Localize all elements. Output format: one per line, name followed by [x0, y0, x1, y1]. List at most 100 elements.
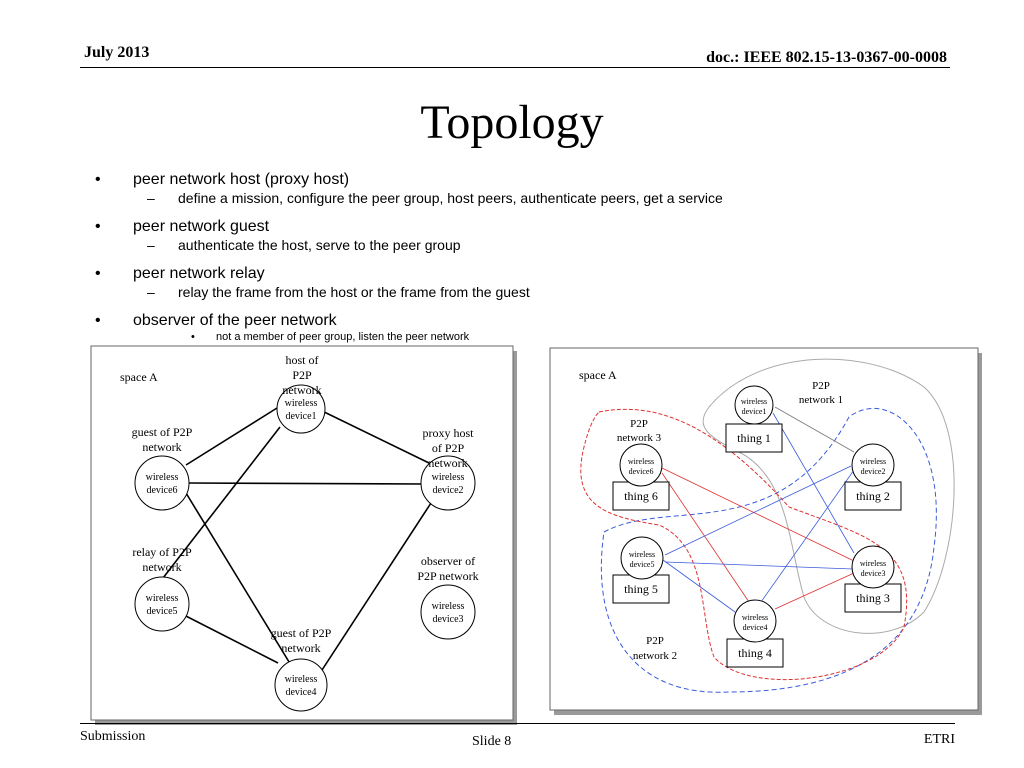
role-proxy-label: proxy host [423, 426, 475, 440]
device6-node: wireless device6 [134, 455, 190, 511]
bullet-text: peer network relay [133, 265, 265, 282]
thing2-label: thing 2 [856, 489, 890, 503]
thing1-box [725, 423, 783, 453]
device-label: wireless [860, 457, 886, 466]
link-d1-d2 [774, 406, 855, 453]
device-label: wireless [432, 472, 465, 483]
device-label: wireless [741, 397, 767, 406]
device-label: wireless [628, 457, 654, 466]
thing4-box [726, 638, 784, 668]
link-d1-d6 [185, 407, 278, 466]
sub-bullet-text: relay the frame from the host or the fra… [178, 284, 530, 300]
right-topology-diagram: space A P2P network 1 P2P network 3 P2P … [549, 347, 982, 715]
link-d4-d2 [760, 469, 855, 603]
sub-bullet-text: authenticate the host, serve to the peer… [178, 237, 461, 253]
footer-rule [80, 723, 955, 724]
network3-label: network 3 [617, 432, 662, 444]
thing6-box [612, 481, 670, 511]
bullet-text: peer network guest [133, 218, 270, 235]
space-label: space A [120, 370, 158, 384]
device-label: device2 [861, 467, 886, 476]
thing4-label: thing 4 [738, 646, 772, 660]
device-circle [733, 599, 777, 643]
space-label: space A [579, 368, 617, 382]
bullet-marker: • [95, 171, 101, 188]
bullet-list: •peer network host (proxy host) – define … [95, 170, 955, 344]
thing5-box [612, 574, 670, 604]
role-host-label: host of [286, 353, 319, 367]
device-circle [851, 545, 895, 589]
link-lines [162, 407, 432, 676]
device-circle [851, 443, 895, 487]
device-label: wireless [146, 593, 179, 604]
role-host-label: network [282, 383, 321, 397]
device-circle [274, 658, 328, 712]
link-d5-d4 [179, 612, 279, 664]
role-guest-label: network [142, 440, 181, 454]
network2-label: P2P [646, 635, 664, 647]
device-label: device3 [861, 569, 886, 578]
bullet-item: • observer of the peer network [95, 311, 955, 331]
header-doc-id: doc.: IEEE 802.15-13-0367-00-0008 [706, 49, 947, 66]
bullet-item: • peer network relay [95, 264, 955, 284]
device5-node: wireless device5 [620, 536, 664, 580]
device4-node: wireless device4 [733, 599, 777, 643]
left-topology-diagram: space A wireless device1 wireless device… [90, 345, 517, 725]
device-label: wireless [146, 472, 179, 483]
bullet-text: observer of the peer network [133, 312, 337, 329]
sub-bullet-text: define a mission, configure the peer gro… [178, 190, 723, 206]
network1-region [702, 358, 955, 634]
link-d5-d3 [664, 561, 854, 570]
thing6-label: thing 6 [624, 489, 658, 503]
device-label: device4 [743, 623, 768, 632]
link-d5-d2 [664, 465, 852, 556]
link-d6-d4 [185, 492, 298, 676]
link-d6-d3 [661, 467, 855, 562]
device5-node: wireless device5 [134, 576, 190, 632]
link-d5-d4 [662, 559, 736, 613]
device-label: device6 [629, 467, 654, 476]
dash-marker: – [147, 190, 155, 206]
bullet-item: •peer network host (proxy host) [95, 170, 955, 190]
link-d6-d4 [661, 472, 750, 603]
bullet-item: •peer network guest [95, 217, 955, 237]
thing5-label: thing 5 [624, 582, 658, 596]
device4-node: wireless device4 [274, 658, 328, 712]
role-proxy-label: of P2P [432, 441, 465, 455]
role-relay-label: network [142, 560, 181, 574]
link-d6-d2 [187, 482, 426, 485]
device-label: wireless [432, 601, 465, 612]
device-label: wireless [285, 674, 318, 685]
device-label: device6 [146, 485, 177, 496]
device-circle [134, 576, 190, 632]
sub-sub-bullet-text: not a member of peer group, listen the p… [216, 331, 470, 343]
device-circle [619, 443, 663, 487]
device-label: wireless [285, 398, 318, 409]
header-date: July 2013 [84, 44, 150, 61]
footer-org: ETRI [923, 732, 955, 747]
role-guest-label: guest of P2P [132, 425, 193, 439]
role-host-label: P2P [292, 368, 312, 382]
thing2-box [844, 481, 902, 511]
sub-bullet-item: – relay the frame from the host or the fr… [95, 284, 955, 301]
network1-label: P2P [812, 380, 830, 392]
bullet-marker: • [95, 312, 101, 329]
device-label: device1 [285, 411, 316, 422]
slide-title: Topology [420, 96, 604, 149]
thing1-label: thing 1 [737, 431, 771, 445]
link-d4-d3 [774, 572, 855, 610]
role-relay-label: relay of P2P [132, 545, 192, 559]
device1-node: wireless device1 [734, 385, 774, 425]
bullet-marker: • [95, 265, 101, 282]
sub-sub-bullet-item: •not a member of peer group, listen the … [95, 331, 955, 344]
device-label: device2 [432, 485, 463, 496]
link-d1-d5 [162, 426, 281, 579]
network3-label: P2P [630, 418, 648, 430]
device6-node: wireless device6 [619, 443, 663, 487]
network-labels: P2P network 1 P2P network 3 P2P network … [617, 380, 843, 662]
role-labels: host of P2P network guest of P2P network… [132, 353, 479, 655]
dash-marker: – [147, 284, 155, 300]
sub-bullet-item: –authenticate the host, serve to the pee… [95, 237, 955, 254]
footer-submission: Submission [80, 729, 146, 744]
role-observer-label: P2P network [417, 569, 478, 583]
